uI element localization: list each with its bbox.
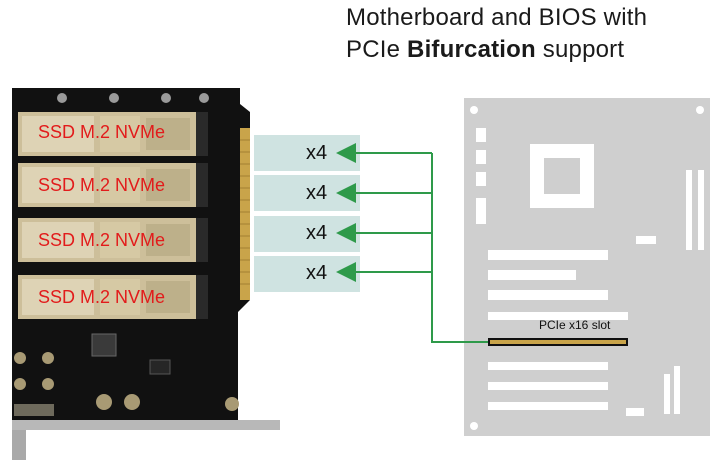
gold-edge-connector	[240, 128, 250, 300]
expansion-slot	[488, 290, 608, 300]
title-line-1-text: Motherboard and BIOS with	[346, 4, 648, 31]
lane-label-2: x4	[306, 182, 328, 204]
capacitor	[42, 378, 54, 390]
pcie-slot-label: PCIe x16 slot	[539, 318, 611, 332]
capacitor	[225, 397, 239, 411]
capacitor	[14, 378, 26, 390]
title-prefix: PCIe	[346, 36, 408, 63]
lane-label-3: x4	[306, 222, 328, 244]
card-bracket	[12, 420, 280, 430]
screw	[57, 93, 67, 103]
chip	[149, 359, 171, 375]
ssd-label-1: SSD M.2 NVMe	[38, 122, 166, 142]
capacitor	[42, 352, 54, 364]
screw	[199, 93, 209, 103]
ssd-slot-3	[18, 218, 208, 262]
title-line-1: Motherboard and BIOS with	[346, 4, 647, 32]
capacitor	[124, 394, 140, 410]
ram-slot	[686, 170, 692, 250]
ssd-label-4: SSD M.2 NVMe	[38, 287, 166, 307]
expansion-slot	[488, 250, 608, 260]
title-suffix: support	[535, 36, 625, 63]
capacitor	[14, 352, 26, 364]
gold-fingers	[240, 139, 250, 285]
lane-label-1: x4	[306, 142, 328, 164]
bifurcation-arrows	[336, 143, 488, 343]
ssd-label-2: SSD M.2 NVMe	[38, 175, 166, 195]
expansion-slot	[488, 382, 608, 390]
ssd-slot-2	[18, 163, 208, 207]
capacitor	[96, 394, 112, 410]
screw	[109, 93, 119, 103]
ram-slot	[698, 170, 704, 250]
header-pins	[14, 404, 54, 416]
lane-label-4: x4	[306, 262, 328, 284]
screw	[161, 93, 171, 103]
inductor	[91, 333, 117, 357]
title-bold-word: Bifurcation	[407, 36, 536, 63]
expansion-slot	[488, 270, 576, 280]
expansion-slot	[488, 362, 608, 370]
pcie-card	[12, 88, 280, 460]
ssd-slot-1	[18, 112, 208, 156]
title-line-2: PCIe Bifurcation support	[346, 36, 624, 64]
motherboard	[464, 98, 710, 436]
ssd-label-3: SSD M.2 NVMe	[38, 230, 166, 250]
ssd-slot-4	[18, 275, 208, 319]
expansion-slot	[488, 312, 628, 320]
card-bracket-foot	[12, 430, 26, 460]
expansion-slot	[488, 402, 608, 410]
arrow-trunk	[431, 153, 488, 343]
